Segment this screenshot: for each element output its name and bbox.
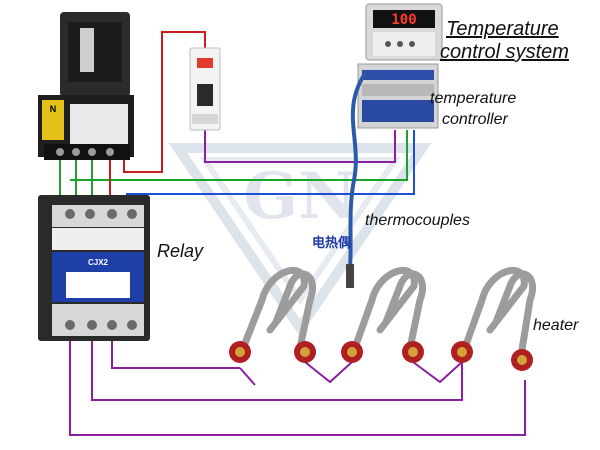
wire-purple-out-2 [91,330,463,401]
breaker-switch-lever [80,28,94,72]
wire-heater-bridge-1 [304,361,353,384]
relay-contactor: CJX2 [38,195,150,341]
relay-model: CJX2 [88,258,109,267]
breaker-marking: N [50,104,57,114]
mini-circuit-breaker [189,47,221,131]
diagram-title-line1: Temperature [446,18,559,40]
watermark-text: GN [243,159,356,234]
wire-heater-bridge-2 [412,361,463,384]
heater-terminals [229,341,533,371]
controller-label-line2: controller [442,111,508,128]
temperature-controller: 100 [357,3,443,129]
breaker-yellow-module [42,100,64,140]
wire-heater-bridge-3 [239,367,256,386]
controller-label-line1: temperature [430,90,517,107]
wire-purple-mcb-to-controller [204,128,396,163]
circuit-breaker: N [38,12,134,160]
heater-element-2 [348,267,426,360]
heater-element-3 [458,267,536,366]
relay-label: Relay [157,241,204,261]
wires [59,31,526,436]
diagram-title-line2: control system [440,41,569,63]
wire-blue-to-controller [126,130,415,195]
wire-green-to-controller [70,130,408,181]
thermocouples-label: thermocouples [365,212,470,229]
thermocouple-probe [346,70,368,288]
heater-label: heater [533,317,579,334]
thermocouple-cn-label: 电热偶 [312,236,352,251]
wire-red-breaker-to-mcb [123,31,206,173]
watermark-logo: GN [168,143,432,337]
wire-purple-out-1 [69,330,526,436]
heater-element-1 [236,267,316,360]
controller-display: 100 [391,12,416,28]
wire-purple-out-3 [111,330,240,369]
